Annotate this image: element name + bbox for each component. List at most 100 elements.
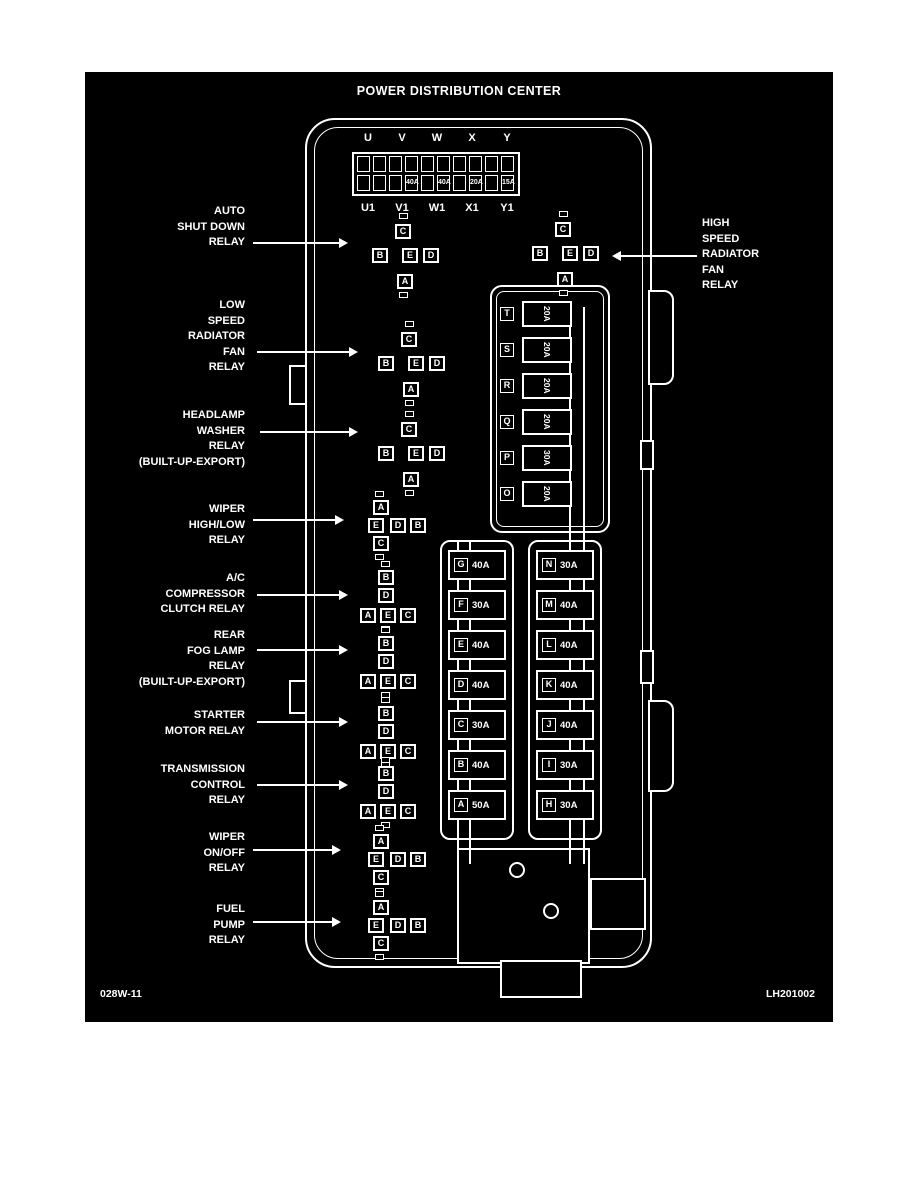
diagram-title: POWER DISTRIBUTION CENTER [356, 84, 562, 98]
top-strip-cavity [453, 175, 466, 191]
fuse-amp-K: 40A [560, 679, 578, 691]
fuse-Q: 20A [522, 409, 572, 435]
relay-pin-starter-motor-relay-C: C [400, 744, 416, 759]
fuse-cavity-letter-H: H [542, 798, 556, 812]
bus-bar-line [569, 307, 571, 864]
fuse-cavity-letter-C: C [454, 718, 468, 732]
fuse-S: 20A [522, 337, 572, 363]
arrowhead-right-icon [339, 717, 348, 727]
relay-pin-fuel-pump-relay-A: A [373, 900, 389, 915]
fuse-amp-R: 20A [542, 378, 552, 394]
fuse-cavity-letter-R: R [500, 379, 514, 393]
arrowhead-right-icon [339, 238, 348, 248]
label-line: WASHER [196, 424, 245, 437]
label-line: RADIATOR [702, 248, 760, 260]
label-line: COMPRESSOR [165, 587, 245, 600]
bus-bar-line [457, 542, 459, 864]
relay-pin-wiper-on-off-relay-C: C [373, 870, 389, 885]
relay-pin-wiper-high-low-relay-C: C [373, 536, 389, 551]
relay-pin-starter-motor-relay-B: B [378, 706, 394, 721]
fuse-E: E 40A [448, 630, 506, 660]
relay-pin-headlamp-washer-relay-C: C [401, 422, 417, 437]
figure-code: LH201002 [765, 988, 815, 1000]
relay-pin-ac-compressor-clutch-relay-E: E [380, 608, 396, 623]
relay-pin-fuel-pump-relay-C: C [373, 936, 389, 951]
arrow-wiper-high-low-relay [253, 515, 344, 525]
fuse-amp-L: 40A [560, 639, 578, 651]
arrow-transmission-control-relay [257, 780, 348, 790]
relay-pin-wiper-high-low-relay-A: A [373, 500, 389, 515]
fuse-amp-E: 40A [472, 639, 490, 651]
fuse-amp-I: 30A [560, 759, 578, 771]
arrow-starter-motor-relay [257, 717, 348, 727]
top-cavity-letter: X [468, 132, 476, 144]
fuse-cavity-letter-P: P [500, 451, 514, 465]
right-connector-box [590, 878, 646, 930]
arrow-rear-fog-lamp-relay [257, 645, 348, 655]
top-strip-cavity [421, 156, 434, 172]
relay-pin-headlamp-washer-relay-B: B [378, 446, 394, 461]
right-mount-tab-upper [640, 440, 654, 470]
label-line: RADIATOR [187, 330, 245, 342]
relay-pin-ac-compressor-clutch-relay-B: B [378, 570, 394, 585]
top-strip-cavity [357, 156, 370, 172]
arrowhead-right-icon [339, 645, 348, 655]
relay-pin-transmission-control-relay-B: B [378, 766, 394, 781]
relay-pin-ac-compressor-clutch-relay-A: A [360, 608, 376, 623]
fuse-cavity-letter-Q: Q [500, 415, 514, 429]
fuse-amp-G: 40A [472, 559, 490, 571]
relay-tick [405, 411, 414, 417]
arrow-fuel-pump-relay [253, 917, 341, 927]
relay-pin-fuel-pump-relay-E: E [368, 918, 384, 933]
relay-pin-low-speed-radiator-fan-relay-D: D [429, 356, 445, 371]
fuse-T: 20A [522, 301, 572, 327]
relay-pin-fuel-pump-relay-B: B [410, 918, 426, 933]
relay-pin-wiper-high-low-relay-B: B [410, 518, 426, 533]
fuse-cavity-letter-O: O [500, 487, 514, 501]
relay-pin-wiper-high-low-relay-E: E [368, 518, 384, 533]
arrowhead-right-icon [339, 590, 348, 600]
label-line: SPEED [207, 314, 245, 327]
relay-tick [559, 211, 568, 217]
relay-tick [559, 290, 568, 296]
fuse-cavity-letter-E: E [454, 638, 468, 652]
relay-tick [399, 292, 408, 298]
arrow-wiper-on-off-relay [253, 845, 341, 855]
fuse-amp-C: 30A [472, 719, 490, 731]
relay-pin-transmission-control-relay-E: E [380, 804, 396, 819]
mounting-hole-lower [543, 903, 559, 919]
label-line: FOG LAMP [186, 644, 245, 657]
relay-tick [375, 491, 384, 497]
relay-pin-high-speed-radiator-fan-relay-E: E [562, 246, 578, 261]
arrow-ac-compressor-clutch-relay [257, 590, 348, 600]
fuse-amp-P: 30A [542, 450, 552, 466]
relay-pin-starter-motor-relay-A: A [360, 744, 376, 759]
relay-pin-high-speed-radiator-fan-relay-D: D [583, 246, 599, 261]
top-strip-fuse: 15A [501, 175, 515, 191]
top-strip-cavity [421, 175, 434, 191]
label-line: RELAY [208, 862, 245, 874]
label-line: RELAY [208, 794, 245, 806]
top-strip-cavity [453, 156, 466, 172]
label-line: CLUTCH RELAY [160, 603, 245, 615]
label-line: SPEED [702, 232, 740, 245]
top-cavity-label: Y1 [500, 202, 514, 214]
relay-pin-transmission-control-relay-D: D [378, 784, 394, 799]
relay-tick [381, 757, 390, 763]
pdc-outer-outline [305, 118, 652, 968]
arrowhead-right-icon [339, 780, 348, 790]
left-mount-tab-lower [289, 680, 307, 714]
label-line: PUMP [213, 918, 245, 931]
fuse-cavity-letter-B: B [454, 758, 468, 772]
left-mount-tab-upper [289, 365, 307, 405]
relay-pin-ac-compressor-clutch-relay-D: D [378, 588, 394, 603]
relay-pin-low-speed-radiator-fan-relay-C: C [401, 332, 417, 347]
relay-pin-rear-fog-lamp-relay-D: D [378, 654, 394, 669]
